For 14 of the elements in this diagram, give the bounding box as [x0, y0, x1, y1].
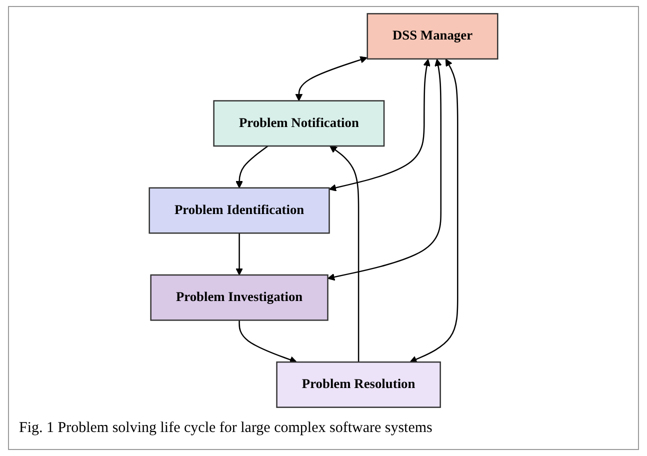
node-box: DSS Manager [366, 13, 498, 60]
node-box: Problem Notification [213, 100, 385, 147]
arrow [236, 146, 268, 188]
figure-caption: Fig. 1 Problem solving life cycle for large complex software systems [18, 419, 434, 438]
arrow [330, 146, 360, 362]
node-box: Problem Identification [148, 187, 330, 234]
arrow [410, 58, 458, 363]
arrow [238, 320, 297, 364]
node-box: Problem Resolution [276, 361, 441, 408]
arrow [236, 233, 243, 276]
arrow [295, 56, 368, 102]
arrow [328, 58, 430, 192]
arrow [327, 58, 442, 281]
node-box: Problem Investigation [150, 274, 328, 321]
